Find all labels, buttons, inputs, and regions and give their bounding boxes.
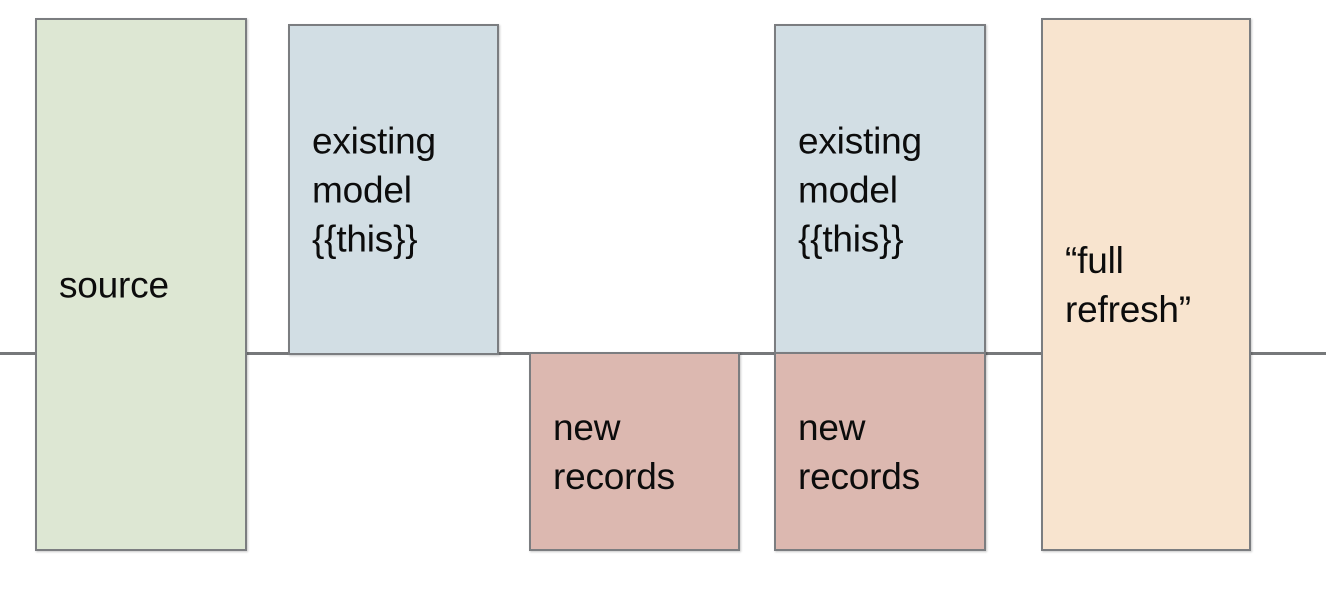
box-new-records-1[interactable]: new records xyxy=(529,352,740,551)
box-existing-model-2[interactable]: existing model {{this}} xyxy=(774,24,986,355)
box-source[interactable]: source xyxy=(35,18,247,551)
box-full-refresh[interactable]: “full refresh” xyxy=(1041,18,1251,551)
box-full-refresh-label: “full refresh” xyxy=(1065,239,1191,330)
box-new-records-2-label: new records xyxy=(798,406,920,497)
box-existing-model-2-label: existing model {{this}} xyxy=(798,120,922,259)
box-new-records-1-label: new records xyxy=(553,406,675,497)
box-new-records-2[interactable]: new records xyxy=(774,352,986,551)
box-source-label: source xyxy=(59,264,169,305)
box-existing-model-1-label: existing model {{this}} xyxy=(312,120,436,259)
box-existing-model-1[interactable]: existing model {{this}} xyxy=(288,24,499,355)
